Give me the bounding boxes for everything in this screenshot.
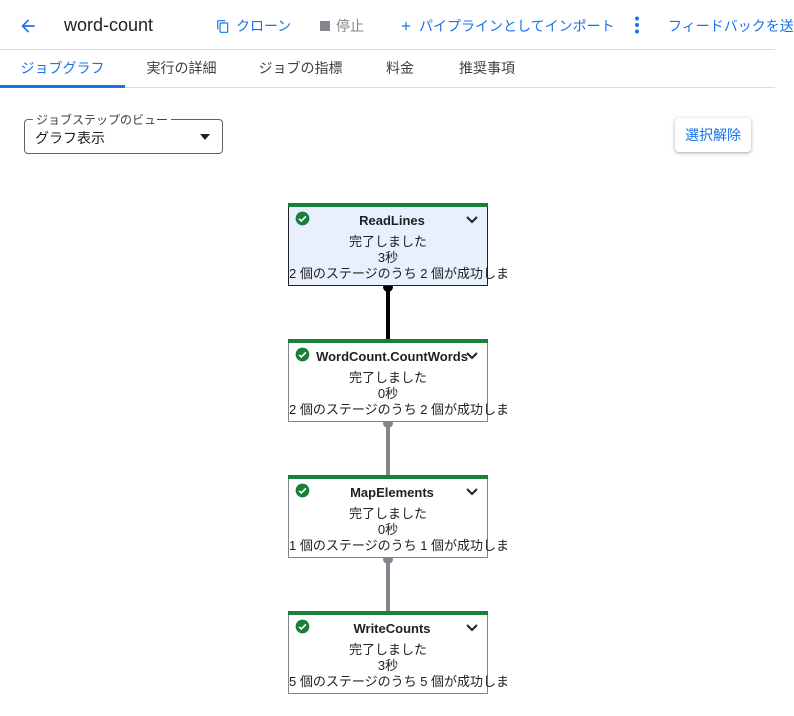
job-step-view-select[interactable]: ジョブステップのビュー グラフ表示 — [24, 111, 223, 154]
node-stages: 1 個のステージのうち 1 個が成功しま — [289, 538, 510, 553]
clone-label: クローン — [236, 18, 292, 34]
check-circle-icon — [295, 211, 310, 226]
deselect-button[interactable]: 選択解除 — [675, 118, 751, 152]
tab-recommendations[interactable]: 推奨事項 — [459, 60, 515, 76]
graph-node-mapelements[interactable]: MapElements 完了しました 0秒 1 個のステージのうち 1 個が成功… — [288, 475, 510, 558]
check-circle-icon — [295, 347, 310, 362]
graph-edge-countwords-mapelements — [383, 418, 393, 475]
tab-job-metrics[interactable]: ジョブの指標 — [258, 60, 343, 76]
job-title: word-count — [64, 15, 154, 35]
node-duration: 3秒 — [377, 658, 399, 673]
job-graph: ReadLines 完了しました 3秒 2 個のステージのうち 2 個が成功しま… — [0, 160, 775, 716]
back-button[interactable] — [14, 12, 42, 40]
arrow-back-icon — [21, 19, 35, 33]
expand-chevron-icon[interactable] — [466, 215, 478, 225]
check-circle-icon — [295, 619, 310, 634]
node-stages: 5 個のステージのうち 5 個が成功しま — [289, 674, 510, 689]
graph-node-countwords[interactable]: WordCount.CountWords 完了しました 0秒 2 個のステージの… — [288, 339, 510, 422]
job-step-view-label: ジョブステップのビュー — [33, 111, 172, 128]
node-status: 完了しました — [348, 642, 427, 657]
expand-chevron-icon[interactable] — [466, 623, 478, 633]
job-step-view-value: グラフ表示 — [35, 130, 105, 146]
tab-cost[interactable]: 料金 — [386, 60, 414, 76]
node-name: MapElements — [350, 485, 434, 500]
tab-job-graph[interactable]: ジョブグラフ — [0, 50, 125, 88]
node-duration: 0秒 — [377, 522, 399, 537]
stop-button[interactable]: 停止 — [320, 16, 364, 36]
copy-icon — [217, 19, 229, 33]
stop-label: 停止 — [336, 18, 364, 34]
import-as-pipeline-button[interactable]: パイプラインとしてインポート — [399, 16, 615, 36]
check-circle-icon — [295, 483, 310, 498]
graph-node-readlines[interactable]: ReadLines 完了しました 3秒 2 個のステージのうち 2 個が成功しま — [288, 203, 510, 286]
node-stages: 2 個のステージのうち 2 個が成功しま — [289, 266, 510, 281]
plus-icon — [401, 21, 411, 31]
more-vert-icon — [635, 16, 639, 34]
tab-execution-details[interactable]: 実行の詳細 — [146, 60, 217, 76]
node-name: WordCount.CountWords — [316, 349, 468, 364]
node-status: 完了しました — [348, 506, 427, 521]
send-feedback-button[interactable]: フィードバックを送 — [668, 18, 794, 34]
stop-icon — [320, 21, 330, 31]
tab-bar: ジョブグラフ 実行の詳細 ジョブの指標 料金 推奨事項 — [0, 50, 775, 88]
graph-node-writecounts[interactable]: WriteCounts 完了しました 3秒 5 個のステージのうち 5 個が成功… — [288, 611, 510, 694]
node-stages: 2 個のステージのうち 2 個が成功しま — [289, 402, 510, 417]
node-name: ReadLines — [359, 213, 425, 228]
clone-button[interactable]: クローン — [216, 16, 291, 36]
node-duration: 0秒 — [377, 386, 399, 401]
node-duration: 3秒 — [377, 250, 399, 265]
node-status: 完了しました — [348, 370, 427, 385]
more-options-button[interactable] — [627, 14, 647, 36]
node-name: WriteCounts — [353, 621, 431, 636]
dropdown-arrow-icon — [200, 134, 210, 140]
graph-edge-mapelements-writecounts — [383, 554, 393, 611]
expand-chevron-icon[interactable] — [466, 487, 478, 497]
node-status: 完了しました — [348, 234, 427, 249]
top-bar: word-count クローン 停止 パイプラインとしてインポート フィードバッ… — [0, 0, 794, 50]
expand-chevron-icon[interactable] — [466, 351, 478, 361]
graph-edge-readlines-countwords — [383, 282, 393, 339]
import-as-pipeline-label: パイプラインとしてインポート — [419, 18, 615, 34]
